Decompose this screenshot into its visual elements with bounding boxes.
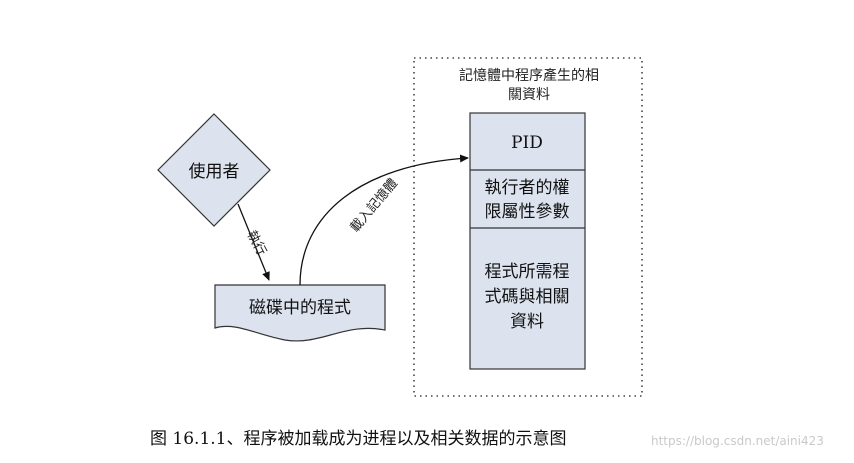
disk-program-label: 磁碟中的程式 bbox=[249, 298, 351, 318]
user-diamond bbox=[157, 113, 271, 227]
execute-label: 執行 bbox=[243, 228, 269, 258]
load-label: 載入記憶體 bbox=[347, 175, 401, 235]
user-label: 使用者 bbox=[189, 161, 240, 182]
watermark: https://blog.csdn.net/aini423 bbox=[651, 434, 824, 448]
permission-label-line1: 執行者的權 bbox=[485, 178, 570, 198]
pid-label: PID bbox=[511, 133, 543, 153]
figure-caption: 图 16.1.1、程序被加载成为进程以及相关数据的示意图 bbox=[150, 429, 567, 449]
memory-region-border bbox=[413, 57, 643, 397]
memory-region-title-line1: 記憶體中程序產生的相 bbox=[459, 67, 599, 84]
code-label-line2: 式碼與相關 bbox=[485, 287, 570, 307]
execute-arrow bbox=[237, 203, 270, 281]
code-label-line3: 資料 bbox=[510, 312, 544, 332]
process-block bbox=[469, 112, 586, 370]
memory-region-title-line2: 關資料 bbox=[508, 87, 550, 103]
permission-label-line2: 限屬性參數 bbox=[485, 202, 570, 222]
code-label-line1: 程式所需程 bbox=[485, 262, 570, 282]
load-arrow bbox=[299, 154, 469, 286]
disk-program-shape bbox=[214, 284, 386, 342]
